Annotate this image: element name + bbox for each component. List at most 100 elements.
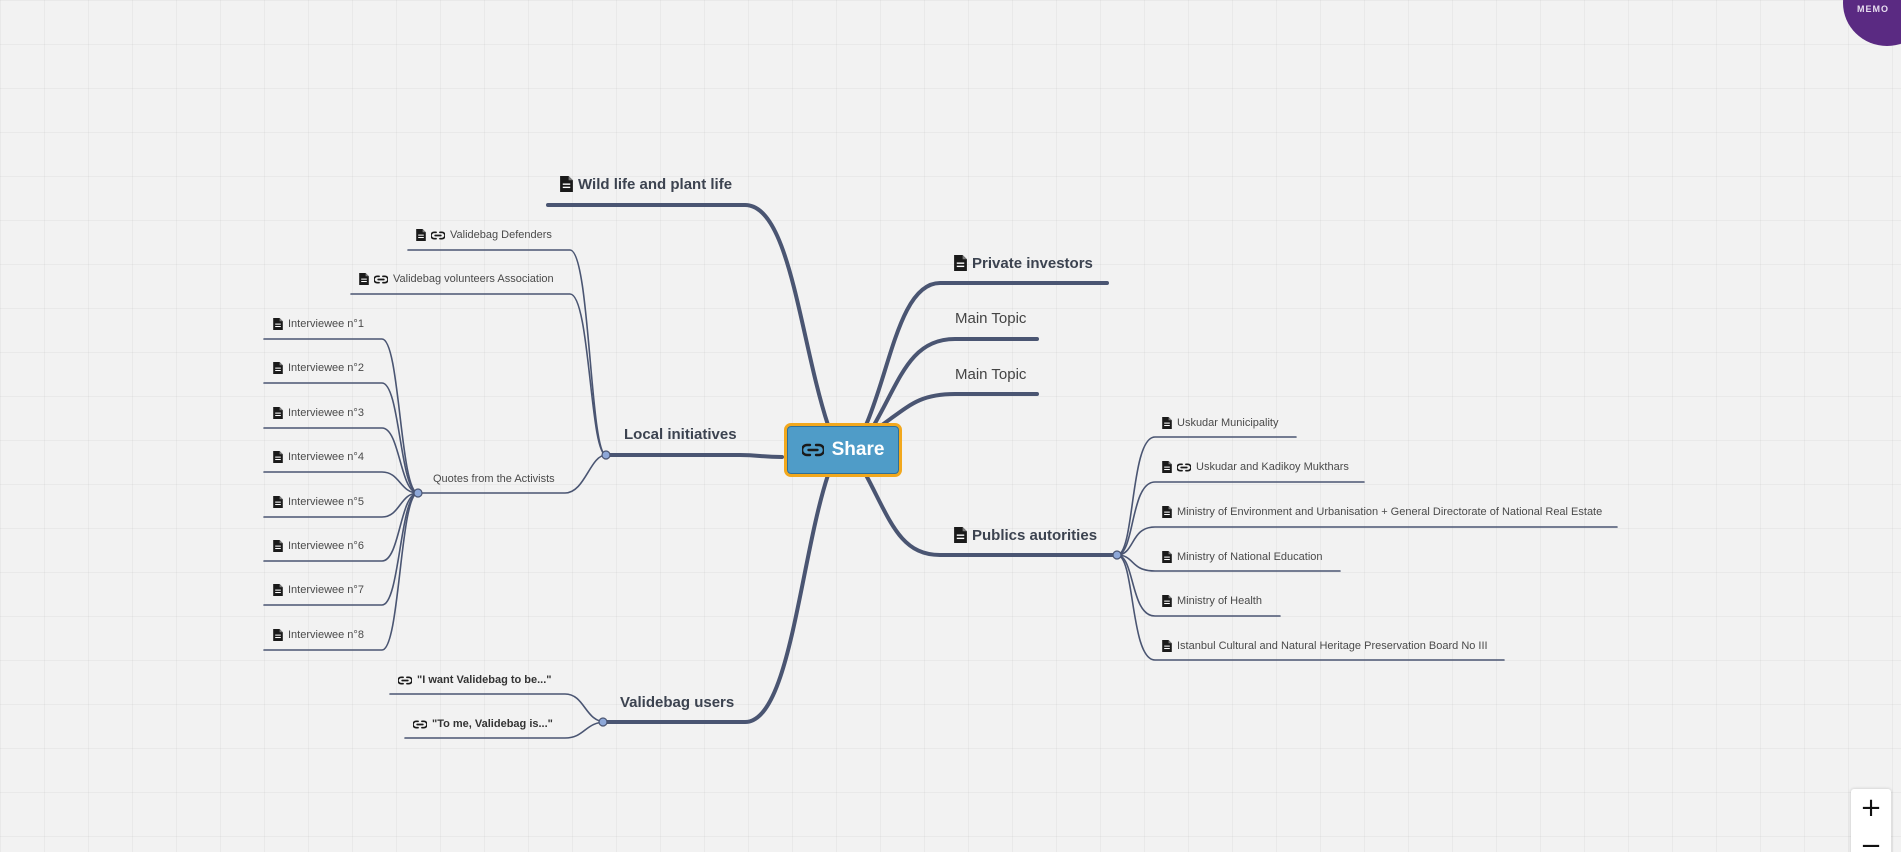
link-icon [1177,462,1191,472]
topic-main-topic-label: Main Topic [955,365,1027,383]
topic-quotes-activists-label: Quotes from the Activists [433,473,555,485]
topic-wildlife[interactable]: Wild life and plant life [560,173,732,195]
note-icon [273,540,283,552]
topic-validebag-users-label: Validebag users [620,693,735,711]
topic-main-topic-label: Main Topic [955,309,1027,327]
note-icon [1162,595,1172,607]
connector-validebag-volunteers [350,293,607,456]
note-icon [954,527,967,543]
topic-validebag-volunteers[interactable]: Validebag volunteers Association [359,271,554,287]
note-icon [273,362,283,374]
note-icon [416,229,426,241]
topic-authority-label: Ministry of Health [1177,595,1262,607]
zoom-controls: + − [1851,789,1891,852]
topic-quote-to-me[interactable]: "To me, Validebag is..." [413,716,553,732]
connector-private-investors [864,281,1109,427]
topic-interviewee-label: Interviewee n°4 [288,451,364,463]
topic-quote-want[interactable]: "I want Validebag to be..." [398,672,552,688]
topic-interviewee-label: Interviewee n°6 [288,540,364,552]
connector-layer [263,203,1618,739]
topic-authority-label: Istanbul Cultural and Natural Heritage P… [1177,640,1488,652]
topic-validebag-defenders[interactable]: Validebag Defenders [416,227,552,243]
topic-interviewee-6[interactable]: Interviewee n°6 [273,538,364,554]
topic-interviewee-label: Interviewee n°2 [288,362,364,374]
note-icon [273,407,283,419]
topic-interviewee-1[interactable]: Interviewee n°1 [273,316,364,332]
note-icon [1162,417,1172,429]
connector-interviewee-5 [263,492,419,518]
topic-interviewee-label: Interviewee n°3 [288,407,364,419]
connector-auth-5 [1116,554,1281,617]
topic-main-topic-2[interactable]: Main Topic [955,363,1026,385]
topic-quote-to-me-label: "To me, Validebag is..." [432,718,553,730]
topic-authority-label: Ministry of Environment and Urbanisation… [1177,506,1603,518]
connector-auth-3 [1116,526,1618,556]
topic-private-investors-label: Private investors [972,254,1093,272]
topic-quote-want-label: "I want Validebag to be..." [417,674,552,686]
topic-wildlife-label: Wild life and plant life [578,175,733,193]
note-icon [1162,640,1172,652]
topic-publics-autorities[interactable]: Publics autorities [954,524,1097,546]
topic-publics-autorities-label: Publics autorities [972,526,1098,544]
topic-authority-3[interactable]: Ministry of Environment and Urbanisation… [1162,504,1602,520]
topic-interviewee-2[interactable]: Interviewee n°2 [273,360,364,376]
zoom-in-button[interactable]: + [1860,793,1882,823]
topic-main-topic-1[interactable]: Main Topic [955,307,1026,329]
collapse-node-publics-autorities[interactable] [1112,550,1122,560]
topic-authority-1[interactable]: Uskudar Municipality [1162,415,1278,431]
topic-interviewee-8[interactable]: Interviewee n°8 [273,627,364,643]
note-icon [273,318,283,330]
collapse-node-local-initiatives[interactable] [601,450,611,460]
note-icon [359,273,369,285]
connector-quotes-activists [417,454,607,494]
connector-interviewee-1 [263,338,419,494]
topic-interviewee-3[interactable]: Interviewee n°3 [273,405,364,421]
topic-authority-2[interactable]: Uskudar and Kadikoy Mukthars [1162,459,1349,475]
connector-auth-4 [1116,554,1341,572]
topic-authority-label: Ministry of National Education [1177,551,1323,563]
collapse-node-validebag-users[interactable] [598,717,608,727]
note-icon [273,451,283,463]
topic-interviewee-7[interactable]: Interviewee n°7 [273,582,364,598]
topic-validebag-defenders-label: Validebag Defenders [450,229,552,241]
connector-main-topic-2 [880,392,1039,427]
connector-publics-autorities [864,473,1119,557]
topic-authority-4[interactable]: Ministry of National Education [1162,549,1323,565]
topic-local-initiatives[interactable]: Local initiatives [624,423,737,445]
note-icon [273,584,283,596]
topic-interviewee-4[interactable]: Interviewee n°4 [273,449,364,465]
zoom-out-button[interactable]: − [1860,831,1882,852]
topic-quotes-activists[interactable]: Quotes from the Activists [433,471,555,487]
collapse-node-quotes-activists[interactable] [413,488,423,498]
topic-private-investors[interactable]: Private investors [954,252,1093,274]
connector-validebag-users [604,473,830,724]
connector-main-topic-1 [872,337,1039,427]
note-icon [1162,506,1172,518]
note-icon [1162,551,1172,563]
note-icon [273,629,283,641]
connector-auth-2 [1116,481,1365,556]
connector-local-initiatives [604,453,784,459]
topic-interviewee-label: Interviewee n°8 [288,629,364,641]
note-icon [560,176,573,192]
connector-auth-1 [1116,436,1297,556]
topic-interviewee-5[interactable]: Interviewee n°5 [273,494,364,510]
topic-authority-6[interactable]: Istanbul Cultural and Natural Heritage P… [1162,638,1488,654]
connector-auth-6 [1116,554,1505,661]
topic-authority-5[interactable]: Ministry of Health [1162,593,1262,609]
link-icon [398,675,412,685]
link-icon [431,230,445,240]
connector-interviewee-8 [263,492,419,651]
topic-interviewee-label: Interviewee n°1 [288,318,364,330]
note-icon [273,496,283,508]
connector-interviewee-2 [263,382,419,494]
central-topic-share[interactable]: Share [784,423,902,477]
connector-wildlife [546,203,830,427]
note-icon [1162,461,1172,473]
topic-validebag-users[interactable]: Validebag users [620,691,734,713]
topic-interviewee-label: Interviewee n°7 [288,584,364,596]
topic-authority-label: Uskudar Municipality [1177,417,1279,429]
link-icon [374,274,388,284]
logo-text: MEMO [1857,4,1889,14]
